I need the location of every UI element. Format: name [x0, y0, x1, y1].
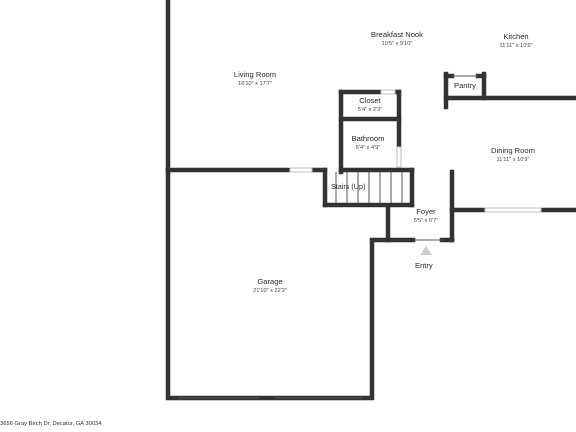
window-closet [380, 89, 396, 95]
room-name: Kitchen [503, 32, 529, 41]
room-bathroom: Bathroom 5'4" x 4'9" [343, 134, 393, 152]
room-living-room: Living Room 16'10" x 17'7" [222, 70, 288, 88]
entry-arrow-icon [420, 246, 432, 255]
room-name: Bathroom [351, 134, 385, 143]
stairs-label: Stairs (Up) [331, 182, 366, 191]
room-name: Living Room [233, 70, 277, 79]
room-dims: 5'5" x 6'7" [413, 218, 439, 225]
room-dims: 5'4" x 4'9" [355, 145, 381, 152]
property-address: 3656 Gray Birch Dr, Decatur, GA 30034 [0, 421, 102, 427]
room-dims: 11'11" x 10'6" [499, 43, 533, 50]
room-garage: Garage 21'10" x 22'2" [238, 277, 302, 295]
room-closet: Closet 5'4" x 2'3" [345, 96, 395, 114]
room-name: Dining Room [491, 146, 535, 155]
room-dining-room: Dining Room 11'11" x 10'9" [482, 146, 544, 164]
room-foyer: Foyer 5'5" x 6'7" [404, 207, 448, 225]
window-garage-top [289, 167, 313, 173]
entry-label: Entry [415, 261, 433, 270]
room-dims: 21'10" x 22'2" [253, 288, 287, 295]
room-dims: 5'4" x 2'3" [357, 107, 383, 114]
pantry-label: Pantry [454, 81, 476, 90]
room-dims: 16'10" x 17'7" [238, 81, 272, 88]
room-name: Closet [359, 96, 381, 105]
stair-treads [335, 172, 403, 203]
room-dims: 11'11" x 10'9" [496, 157, 530, 164]
room-name: Foyer [416, 207, 436, 216]
window-dining [484, 207, 542, 213]
window-bath [396, 146, 402, 168]
room-breakfast-nook: Breakfast Nook 10'5" x 9'10" [360, 30, 434, 48]
room-dims: 10'5" x 9'10" [381, 41, 413, 48]
room-name: Breakfast Nook [371, 30, 423, 39]
room-kitchen: Kitchen 11'11" x 10'6" [486, 32, 546, 50]
room-name: Garage [257, 277, 283, 286]
garage-door-post [259, 396, 275, 400]
wall-garage-left [165, 167, 391, 401]
